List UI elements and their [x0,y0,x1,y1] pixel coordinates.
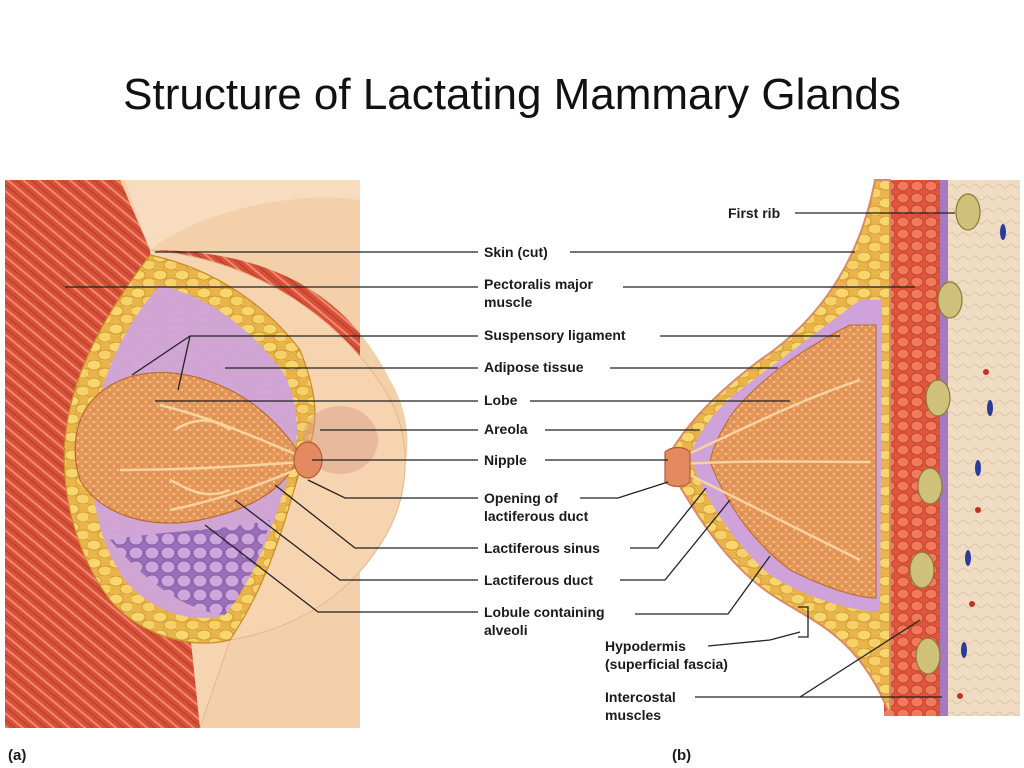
label-lobule-line1: Lobule containing [484,604,605,620]
label-pectoralis-line1: Pectoralis major [484,276,593,292]
slide-title: Structure of Lactating Mammary Glands [123,70,901,119]
label-skin-cut: Skin (cut) [484,244,548,260]
panel-a-illustration [5,180,408,729]
label-opening-line2: lactiferous duct [484,508,589,524]
label-nipple: Nipple [484,452,527,468]
label-lobe: Lobe [484,392,518,408]
panel-b-illustration [664,179,1020,716]
label-pectoralis-line2: muscle [484,294,532,310]
label-intercostal-line2: muscles [605,707,661,723]
label-hypodermis-line1: Hypodermis [605,638,686,654]
label-adipose-tissue: Adipose tissue [484,359,584,375]
panel-b-label: (b) [672,747,691,764]
label-intercostal-line1: Intercostal [605,689,676,705]
label-lobule-line2: alveoli [484,622,528,638]
label-lactiferous-sinus: Lactiferous sinus [484,540,600,556]
label-first-rib: First rib [728,205,780,221]
panel-a-label: (a) [8,747,26,764]
label-opening-line1: Opening of [484,490,558,506]
label-areola: Areola [484,421,528,437]
label-suspensory-ligament: Suspensory ligament [484,327,626,343]
label-hypodermis-line2: (superficial fascia) [605,656,728,672]
label-lactiferous-duct: Lactiferous duct [484,572,593,588]
leader-lines [65,212,955,698]
